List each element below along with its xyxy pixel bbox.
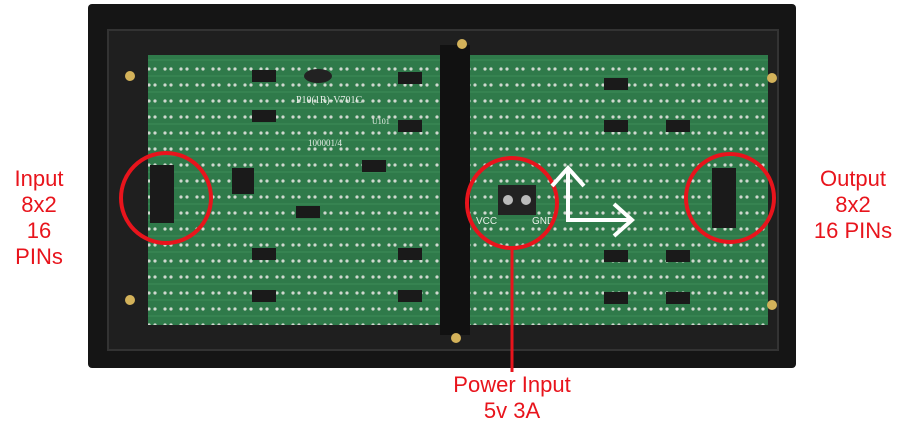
input-label-line: 16 PINs (15, 218, 63, 269)
power-label-line: 5v 3A (483, 398, 541, 423)
capacitor (304, 69, 332, 83)
output-label-line: 8x2 (835, 192, 871, 217)
power-label: Power Input 5v 3A (432, 372, 592, 424)
vcc-text: VCC (476, 216, 497, 227)
board-model-text: P10(1R)-V701C (296, 95, 362, 106)
input-connector-highlight (119, 151, 213, 245)
output-connector-highlight (684, 152, 776, 244)
mounting-holes (125, 39, 777, 343)
pcb-left (148, 55, 440, 325)
output-label: Output 8x2 16 PINs (806, 166, 900, 244)
board-serial-text: 100001/4 (308, 138, 343, 148)
output-label-line: 16 PINs (813, 218, 893, 243)
input-label: Input 8x2 16 PINs (0, 166, 78, 270)
board-ref-text: U101 (372, 117, 390, 126)
input-label-line: Input (14, 166, 64, 191)
power-label-line: Power Input (453, 372, 571, 397)
direction-arrows-icon (550, 164, 636, 238)
input-label-line: 8x2 (21, 192, 57, 217)
gnd-text: GND (532, 216, 554, 227)
output-label-line: Output (819, 166, 887, 191)
ic-chips (150, 70, 736, 304)
